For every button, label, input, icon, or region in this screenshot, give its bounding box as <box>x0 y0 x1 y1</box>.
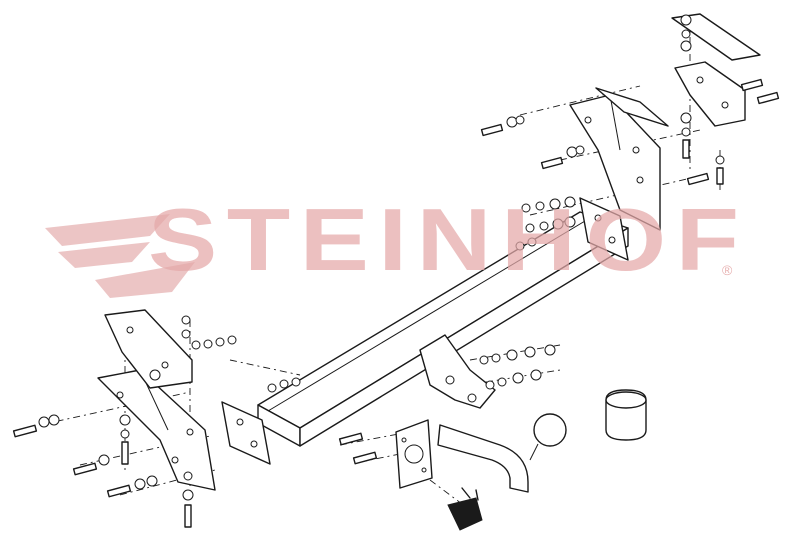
washer-nut-stack-top-right <box>680 14 725 185</box>
towball-neck <box>437 413 567 493</box>
left-top-plate <box>104 309 193 389</box>
registered-mark: ® <box>722 262 733 278</box>
left-side-bracket <box>97 369 216 491</box>
cross-beam <box>257 211 629 447</box>
bolt <box>686 78 780 186</box>
washer-row-right <box>515 196 576 251</box>
right-beam-endplate <box>579 197 629 261</box>
bolt <box>540 145 585 170</box>
bolt-centre <box>338 344 556 465</box>
right-top-plates <box>671 13 761 127</box>
left-beam-endplate <box>221 401 271 465</box>
bolt-vertical-left <box>119 414 194 528</box>
right-side-bracket <box>569 87 669 231</box>
brand-logo-text: STEINHOF <box>148 190 749 289</box>
bolt-left <box>12 414 158 498</box>
ball-cover-cap <box>605 389 647 441</box>
washer-row-left <box>149 315 301 393</box>
socket-plate <box>395 419 433 489</box>
bolt <box>480 115 525 137</box>
fasteners <box>12 14 780 528</box>
logo-swoosh <box>45 214 195 298</box>
ball-mount-bracket <box>419 334 496 409</box>
electrical-connector <box>447 487 483 531</box>
